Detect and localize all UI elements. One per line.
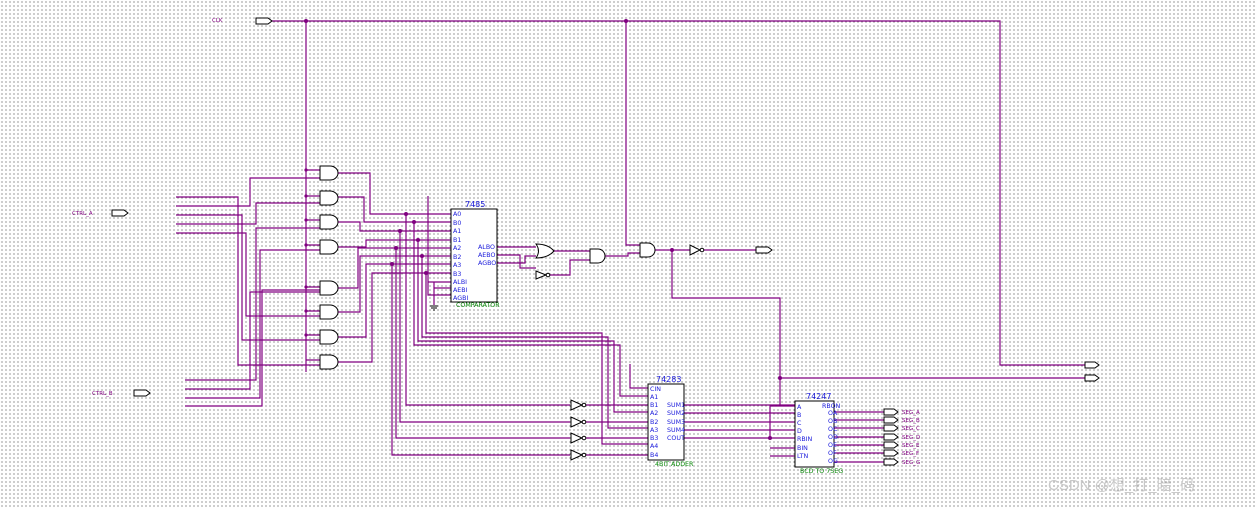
svg-text:C: C xyxy=(797,420,802,427)
svg-text:A0: A0 xyxy=(453,211,461,218)
decoder-74247[interactable]: 74247 A B C D RBIN BIN LTN RBON OA OB OC… xyxy=(794,392,843,475)
svg-text:LTN: LTN xyxy=(797,453,808,460)
svg-text:COUT: COUT xyxy=(667,435,685,442)
wires xyxy=(176,20,1085,463)
junctions xyxy=(304,19,782,440)
svg-text:CTRL_B: CTRL_B xyxy=(92,391,113,397)
adder-74283[interactable]: 74283 CIN A1 B1 A2 B2 A3 B3 A4 B4 SUM1 S… xyxy=(647,375,694,468)
input-pin-ctrl-a[interactable]: CTRL_A xyxy=(72,209,129,217)
svg-text:CLK: CLK xyxy=(212,18,223,24)
svg-text:SEG_A: SEG_A xyxy=(902,410,920,416)
svg-text:SUM2: SUM2 xyxy=(667,410,685,417)
ground-symbol xyxy=(430,305,438,311)
svg-text:AGBI: AGBI xyxy=(453,295,468,302)
svg-text:B: B xyxy=(797,412,801,419)
svg-text:RBIN: RBIN xyxy=(797,436,813,443)
svg-text:SEG_D: SEG_D xyxy=(902,435,920,441)
svg-text:RBON: RBON xyxy=(822,403,841,410)
svg-text:B1: B1 xyxy=(650,402,658,409)
svg-text:A1: A1 xyxy=(453,228,461,235)
svg-text:OF: OF xyxy=(828,450,837,457)
svg-text:A3: A3 xyxy=(453,262,461,269)
svg-text:B2: B2 xyxy=(650,419,658,426)
svg-text:B3: B3 xyxy=(650,435,658,442)
svg-text:A1: A1 xyxy=(650,394,658,401)
svg-text:COMPARATOR: COMPARATOR xyxy=(456,302,500,309)
svg-text:SEG_C: SEG_C xyxy=(902,426,920,432)
svg-text:B2: B2 xyxy=(453,254,461,261)
svg-text:BCD TO 7SEG: BCD TO 7SEG xyxy=(800,468,843,475)
seg-output-pins[interactable]: SEG_A SEG_B SEG_C SEG_D SEG_E SEG_F SEG_… xyxy=(883,408,920,466)
svg-text:B4: B4 xyxy=(650,452,658,459)
svg-text:OA: OA xyxy=(828,410,838,417)
svg-text:B3: B3 xyxy=(453,271,461,278)
svg-text:7485: 7485 xyxy=(465,200,485,209)
svg-text:SUM4: SUM4 xyxy=(667,427,685,434)
bus-terminal-pins[interactable] xyxy=(1084,361,1100,382)
svg-text:A: A xyxy=(797,404,802,411)
input-pin-ctrl-b[interactable]: CTRL_B xyxy=(92,389,151,397)
svg-text:OE: OE xyxy=(828,442,837,449)
and-gate-mid xyxy=(589,248,606,264)
not-gate-1 xyxy=(535,270,551,280)
svg-text:CTRL_A: CTRL_A xyxy=(72,211,93,217)
svg-text:B0: B0 xyxy=(453,220,461,227)
svg-text:74283: 74283 xyxy=(656,375,681,384)
svg-text:OB: OB xyxy=(828,418,837,425)
and-gate-right xyxy=(639,242,656,258)
svg-text:SEG_E: SEG_E xyxy=(902,443,920,449)
output-pin-mid[interactable] xyxy=(755,246,773,254)
svg-text:CIN: CIN xyxy=(650,386,661,393)
svg-text:A3: A3 xyxy=(650,427,658,434)
svg-text:A2: A2 xyxy=(453,245,461,252)
svg-text:A2: A2 xyxy=(650,410,658,417)
and-gate-column xyxy=(319,165,339,370)
svg-text:A4: A4 xyxy=(650,443,658,450)
watermark: CSDN @想_打_暗_码 xyxy=(1048,477,1195,494)
svg-text:SUM1: SUM1 xyxy=(667,402,685,409)
svg-text:SEG_B: SEG_B xyxy=(902,418,920,424)
or-gate xyxy=(535,243,555,259)
inverter-bank xyxy=(570,399,587,461)
svg-text:AGBO: AGBO xyxy=(478,260,496,267)
svg-text:SEG_F: SEG_F xyxy=(902,451,919,457)
svg-text:74247: 74247 xyxy=(806,392,831,401)
svg-text:D: D xyxy=(797,428,802,435)
svg-text:SUM3: SUM3 xyxy=(667,419,685,426)
svg-text:SEG_G: SEG_G xyxy=(902,460,920,466)
svg-text:OG: OG xyxy=(828,458,838,465)
comparator-7485[interactable]: 7485 A0 B0 A1 B1 A2 B2 A3 B3 ALBI AEBI A… xyxy=(450,200,500,309)
svg-text:OD: OD xyxy=(828,434,838,441)
svg-text:AEBO: AEBO xyxy=(478,252,495,259)
svg-text:BIN: BIN xyxy=(797,445,808,452)
svg-text:B1: B1 xyxy=(453,237,461,244)
not-gate-2 xyxy=(689,244,705,256)
svg-text:ALBI: ALBI xyxy=(453,279,467,286)
svg-text:OC: OC xyxy=(828,426,838,433)
input-pin-clk[interactable]: CLK xyxy=(212,17,273,25)
svg-text:4BIT ADDER: 4BIT ADDER xyxy=(655,461,694,468)
svg-text:AEBI: AEBI xyxy=(453,287,468,294)
svg-text:ALBO: ALBO xyxy=(478,244,495,251)
